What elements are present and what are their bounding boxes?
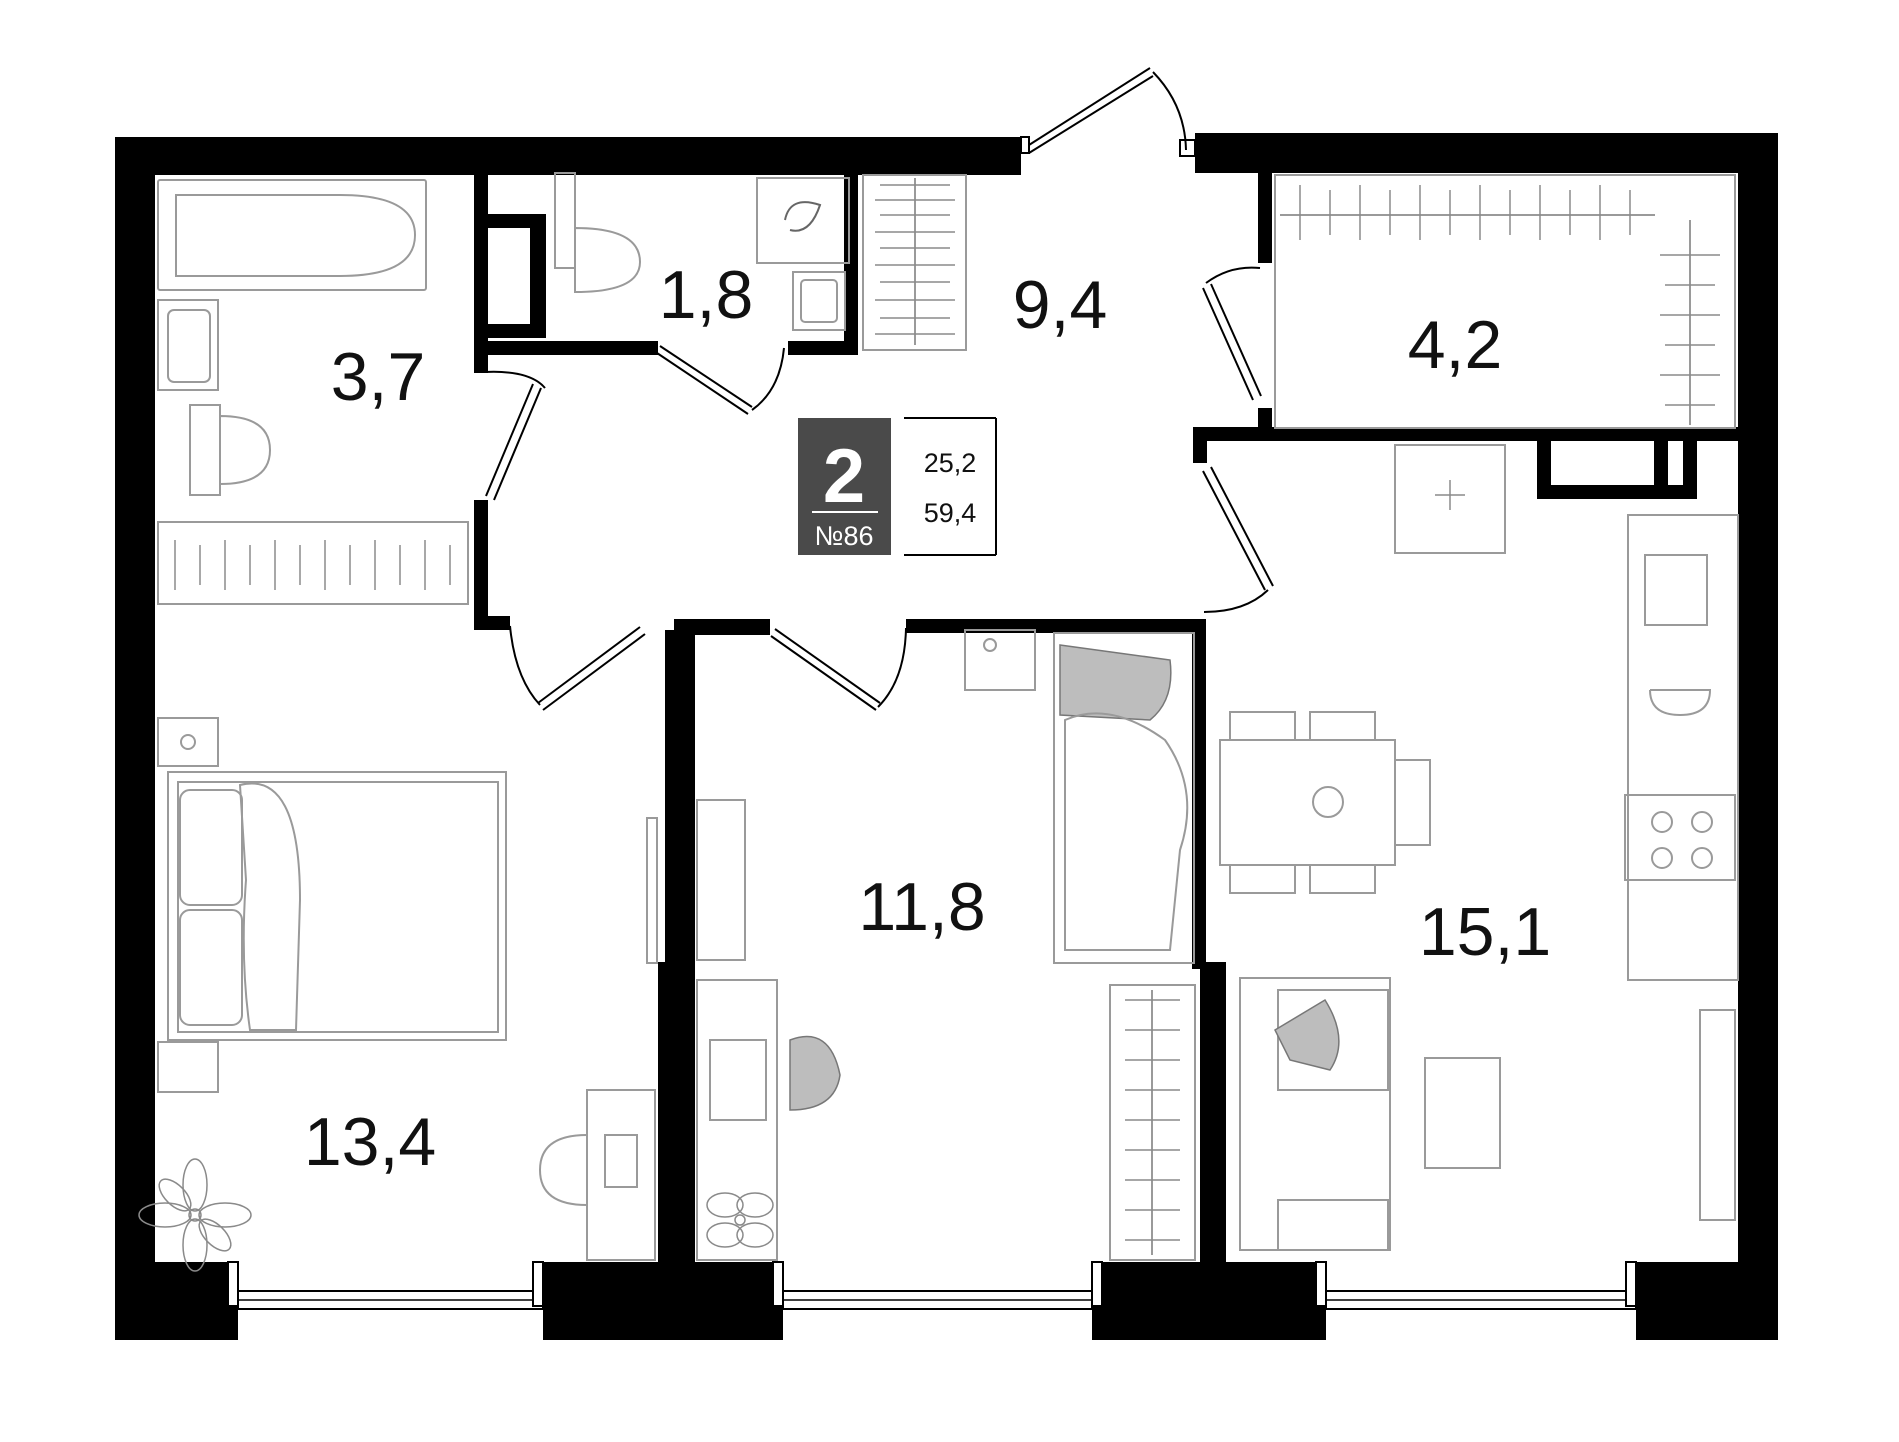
kitchen-living-furniture: [1219, 444, 1739, 1251]
room-area-labels: 3,7 1,8 9,4 4,2 13,4 11,8 15,1: [304, 257, 1551, 1180]
interior-walls: [474, 173, 1778, 1262]
room-area-bedroom: 13,4: [304, 1104, 436, 1180]
room-area-storage: 4,2: [1408, 307, 1503, 383]
doors: [484, 67, 1274, 711]
room-area-kids-room: 11,8: [858, 869, 985, 945]
windows: [227, 1261, 1637, 1310]
bedroom-furniture: [157, 521, 658, 1261]
plant-icon: [138, 1158, 252, 1272]
total-area: 59,4: [924, 498, 977, 528]
room-area-hallway: 9,4: [1013, 267, 1108, 343]
hallway-wardrobe: [862, 174, 967, 351]
living-area: 25,2: [924, 448, 977, 478]
plant-icon-2: [706, 1192, 774, 1248]
rooms-badge: [798, 418, 891, 555]
toilet-fixtures: [554, 172, 850, 331]
room-area-bathroom: 3,7: [331, 339, 426, 415]
apartment-number: №86: [815, 521, 874, 551]
kids-room-furniture: [696, 629, 1196, 1261]
room-area-kitchen-living: 15,1: [1419, 894, 1551, 970]
rooms-count: 2: [823, 434, 865, 519]
bathroom-fixtures: [157, 179, 427, 496]
apartment-info-badge: 2 №86 25,2 59,4: [798, 417, 997, 556]
storage-wardrobe: [1274, 174, 1736, 429]
exterior-walls: [115, 133, 1778, 1340]
room-area-toilet: 1,8: [659, 257, 754, 333]
